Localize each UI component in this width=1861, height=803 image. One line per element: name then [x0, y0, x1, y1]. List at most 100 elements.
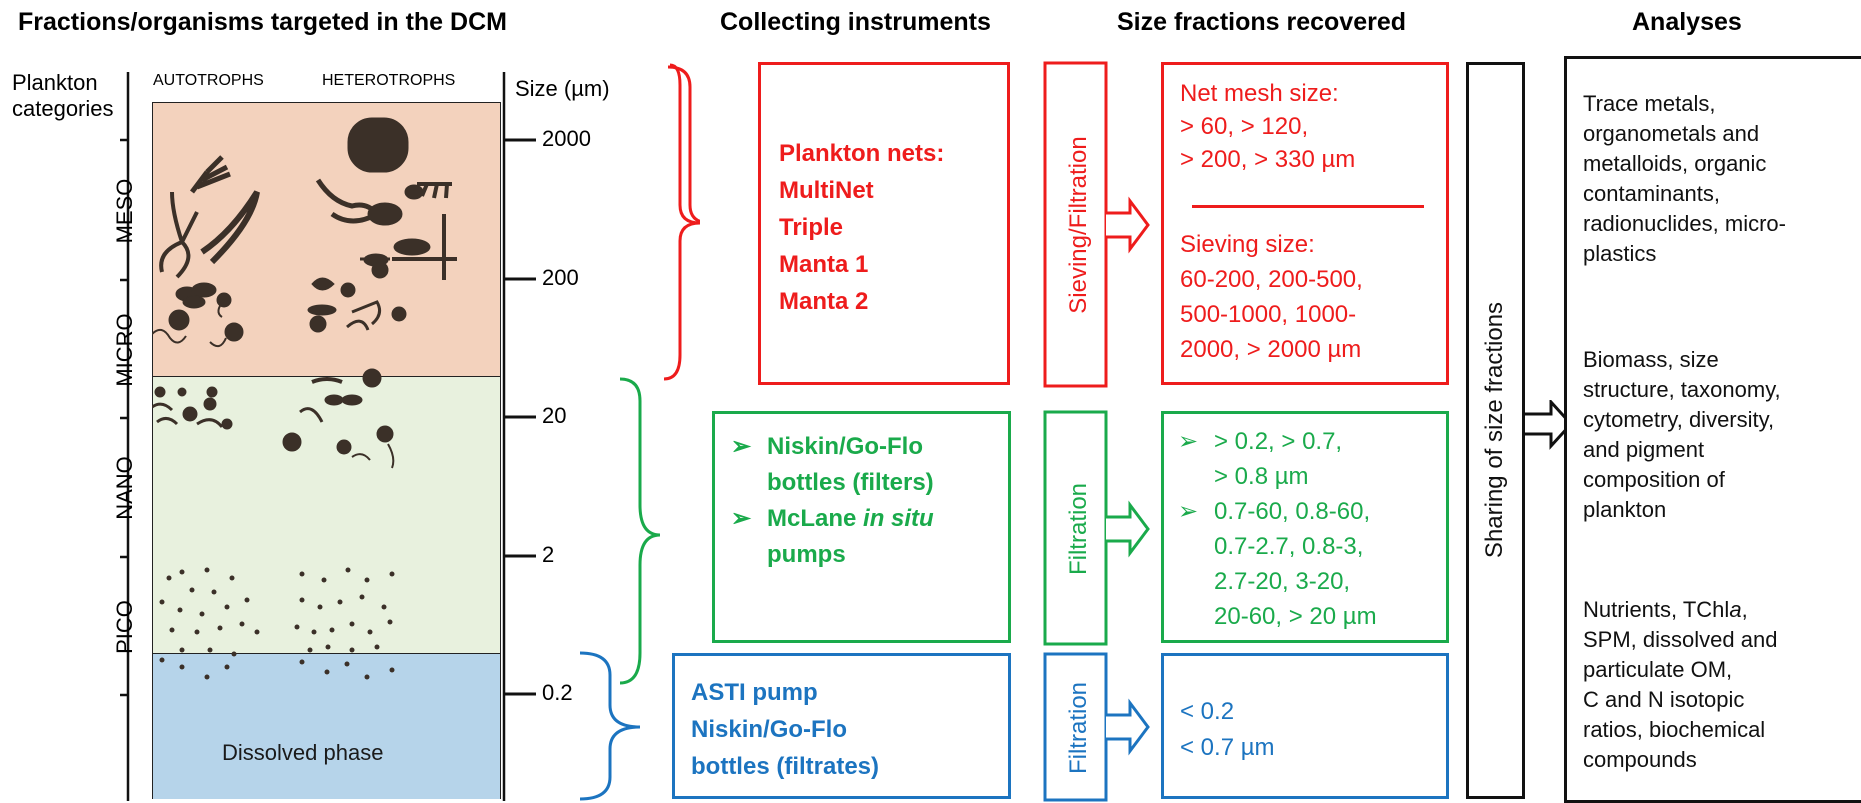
nano-flagellum [346, 319, 370, 331]
nano-cell [224, 322, 244, 342]
blue-instruments-list: ASTI pump Niskin/Go-Flo bottles (filtrat… [691, 674, 879, 785]
process-label-red: Sieving/Filtration [1065, 136, 1092, 314]
larva-head [404, 184, 424, 200]
red-brace [663, 63, 700, 381]
green-size-item-2: ➢0.7-60, 0.8-60, [1178, 494, 1377, 529]
sieving-line-3: 500-1000, 1000- [1180, 301, 1357, 328]
nano-flagella [351, 443, 395, 469]
sharing-label: Sharing of size fractions [1481, 301, 1508, 559]
radiolarian-organism [340, 282, 356, 298]
size-axis-label: Size (µm) [515, 76, 610, 101]
net-mesh-title: Net mesh size: [1180, 80, 1339, 107]
plankton-nets-title: Plankton nets: [779, 140, 945, 167]
nano-heterotroph [336, 439, 352, 455]
micro-cell [182, 295, 206, 309]
green-item-1: ➢Niskin/Go-Flo [731, 429, 934, 465]
copepod-body [367, 202, 403, 226]
copepod-organism [315, 178, 381, 224]
nano-heterotroph [341, 394, 363, 406]
nano-cell [203, 397, 217, 411]
analyses-3-line-2: SPM, dissolved and [1583, 627, 1778, 652]
nano-cell [182, 406, 198, 422]
size-box-blue: < 0.2 < 0.7 µm [1161, 653, 1449, 799]
in-situ-label: in situ [863, 505, 934, 532]
tchl-a-italic: a [1729, 597, 1742, 622]
nano-flagellates [152, 402, 224, 428]
class-label-nano: NANO [112, 456, 137, 520]
nano-cell [309, 315, 327, 333]
radiolarian-organism [371, 261, 389, 279]
radiolarian-organism [391, 306, 407, 322]
red-divider [1192, 205, 1424, 208]
nano-cell [221, 418, 233, 430]
eye-organism [311, 277, 335, 291]
analyses-1-line-4: contaminants, [1583, 181, 1720, 206]
analyses-2-line-3: cytometry, diversity, [1583, 407, 1775, 432]
chain-organism [200, 190, 260, 265]
instrument-bottles-filtrates: bottles (filtrates) [691, 753, 880, 780]
nano-flagellum [152, 328, 187, 344]
organism-illustrations [152, 117, 457, 680]
process-box-red [1043, 61, 1108, 388]
dissolved-phase-band [152, 654, 501, 799]
grouping-brackets [580, 63, 700, 801]
plankton-categories-line1: Plankton [12, 70, 98, 95]
autotrophs-label: AUTOTROPHS [153, 72, 264, 89]
size-box-red: Net mesh size: > 60, > 120, > 200, > 330… [1161, 62, 1449, 385]
process-label-blue: Filtration [1065, 681, 1092, 775]
blue-size-line-2: < 0.7 µm [1180, 734, 1275, 761]
plankton-axes [120, 72, 536, 801]
analyses-2-line-5: composition of [1583, 467, 1725, 492]
plankton-categories-label: Plankton categories [12, 70, 114, 122]
net-mesh-line-2: > 60, > 120, [1180, 113, 1309, 140]
sieving-sizes: Sieving size: 60-200, 200-500, 500-1000,… [1180, 227, 1363, 367]
analyses-1-line-6: plastics [1583, 241, 1657, 266]
tick-label-2000: 2000 [542, 126, 591, 151]
arrowhead-bullet-icon: ➢ [1178, 498, 1199, 525]
green-item-2: ➢ McLane in situ [731, 501, 934, 537]
plankton-categories-line2: categories [12, 96, 114, 121]
instrument-manta-2: Manta 2 [779, 288, 869, 315]
sieving-title: Sieving size: [1180, 231, 1315, 258]
analyses-1-line-3: metalloids, organic [1583, 151, 1767, 176]
analyses-2-line-6: plankton [1583, 497, 1667, 522]
nano-heterotroph [282, 432, 302, 452]
process-arrow-red-icon [1106, 196, 1150, 254]
ceratium-organism [159, 191, 199, 279]
header-size-fractions: Size fractions recovered [1117, 8, 1407, 36]
red-bracket [667, 65, 700, 223]
analyses-group-3: Nutrients, TChla, SPM, dissolved and par… [1583, 595, 1777, 775]
tick-label-2: 2 [542, 542, 555, 567]
nano-heterotroph [324, 394, 344, 406]
analyses-3-line-1: Nutrients, TChla, [1583, 595, 1777, 625]
tintinnid-organism [351, 300, 382, 326]
instrument-box-blue: ASTI pump Niskin/Go-Flo bottles (filtrat… [672, 653, 1011, 799]
niskin-go-flo-label: Niskin/Go-Flo [767, 433, 923, 460]
process-arrow-blue-icon [1106, 698, 1150, 756]
mclane-label: McLane [767, 505, 864, 532]
green-size-item-1-line-2: > 0.8 µm [1214, 463, 1309, 490]
instrument-box-green: ➢Niskin/Go-Flo bottles (filters) ➢ McLane… [712, 411, 1011, 643]
process-boxes [1043, 61, 1150, 802]
arrowhead-bullet-icon: ➢ [731, 505, 752, 532]
micro-zooplankton [307, 304, 337, 316]
analyses-3-line-4: C and N isotopic [1583, 687, 1745, 712]
class-label-pico: PICO [112, 600, 137, 654]
header-analyses: Analyses [1632, 8, 1742, 36]
nano-cell [177, 387, 187, 397]
larva-organism [417, 182, 452, 199]
micro-cell [191, 282, 217, 298]
analyses-1-line-2: organometals and [1583, 121, 1760, 146]
heterotrophs-label: HETEROTROPHS [322, 72, 456, 89]
sieving-line-4: 2000, > 2000 µm [1180, 336, 1362, 363]
analyses-2-line-4: and pigment [1583, 437, 1705, 462]
analyses-3-line-3: particulate OM, [1583, 657, 1733, 682]
instrument-triple: Triple [779, 214, 844, 241]
chaetognath-organism [393, 238, 431, 256]
class-label-meso: MESO [112, 178, 137, 244]
nano-cell [206, 386, 218, 398]
header-fractions: Fractions/organisms targeted in the DCM [18, 8, 507, 36]
net-mesh-sizes: Net mesh size: > 60, > 120, > 200, > 330… [1180, 77, 1355, 176]
green-item-1-line-2: bottles (filters) [767, 469, 934, 496]
header-instruments: Collecting instruments [720, 8, 991, 36]
